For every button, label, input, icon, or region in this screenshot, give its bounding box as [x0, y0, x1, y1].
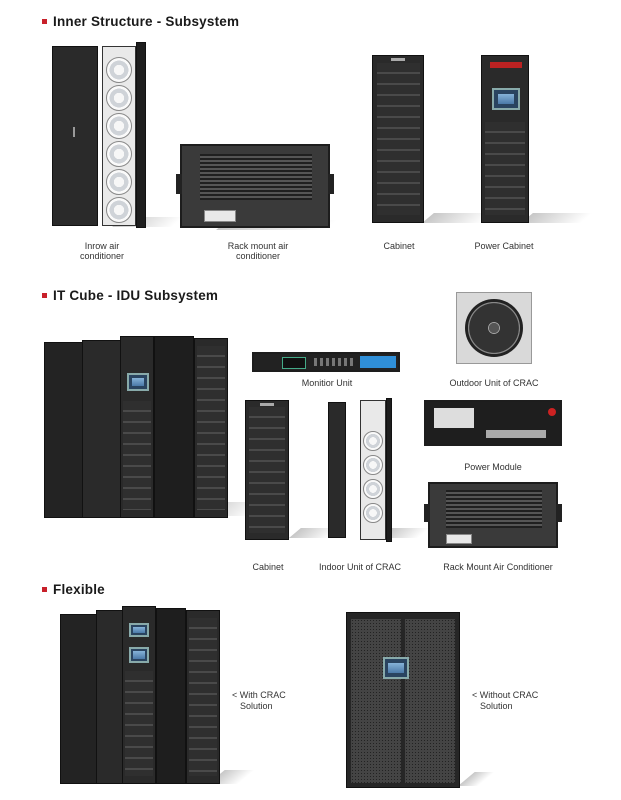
section-title-text: IT Cube - IDU Subsystem [53, 288, 219, 303]
caption-rack-mount-air-conditioner: Rack mount air conditioner [227, 241, 289, 261]
indoor-unit-of-crac-image [328, 398, 430, 546]
caption-without-crac-solution: < Without CRAC Solution [472, 690, 539, 711]
without-crac-solution-image [346, 612, 495, 792]
caption-with-crac-solution: < With CRAC Solution [232, 690, 286, 711]
caption-monitor-unit: Monitior Unit [301, 378, 353, 388]
power-module-image [424, 396, 564, 452]
caption-indoor-unit-of-crac: Indoor Unit of CRAC [318, 562, 402, 572]
caption-rack-mount-air-conditioner-2: Rack Mount Air Conditioner [443, 562, 553, 572]
power-cabinet-image [481, 55, 593, 230]
section-title-text: Inner Structure - Subsystem [53, 14, 240, 29]
red-bullet-icon [42, 293, 47, 298]
caption-outdoor-unit-of-crac: Outdoor Unit of CRAC [449, 378, 539, 388]
monitor-unit-image [252, 348, 402, 376]
red-bullet-icon [42, 587, 47, 592]
red-bullet-icon [42, 19, 47, 24]
section-title-it-cube: IT Cube - IDU Subsystem [42, 288, 218, 303]
caption-power-cabinet: Power Cabinet [474, 241, 534, 251]
outdoor-unit-of-crac-image [456, 292, 536, 368]
cabinet-image [372, 55, 494, 230]
it-cube-assembly-image [40, 332, 267, 522]
caption-it-cube-cabinet: Cabinet [252, 562, 284, 572]
with-crac-solution-image [58, 604, 255, 790]
caption-inrow-air-conditioner: Inrow air conditioner [79, 241, 125, 261]
section-title-text: Flexible [53, 582, 105, 597]
rack-mount-air-conditioner-2-image [424, 478, 564, 554]
caption-cabinet: Cabinet [383, 241, 415, 251]
it-cube-cabinet-image [245, 400, 341, 546]
rack-mount-air-conditioner-image [176, 138, 338, 238]
section-title-flexible: Flexible [42, 582, 105, 597]
section-title-inner-structure: Inner Structure - Subsystem [42, 14, 239, 29]
inrow-air-conditioner-image [52, 42, 184, 232]
caption-power-module: Power Module [464, 462, 522, 472]
